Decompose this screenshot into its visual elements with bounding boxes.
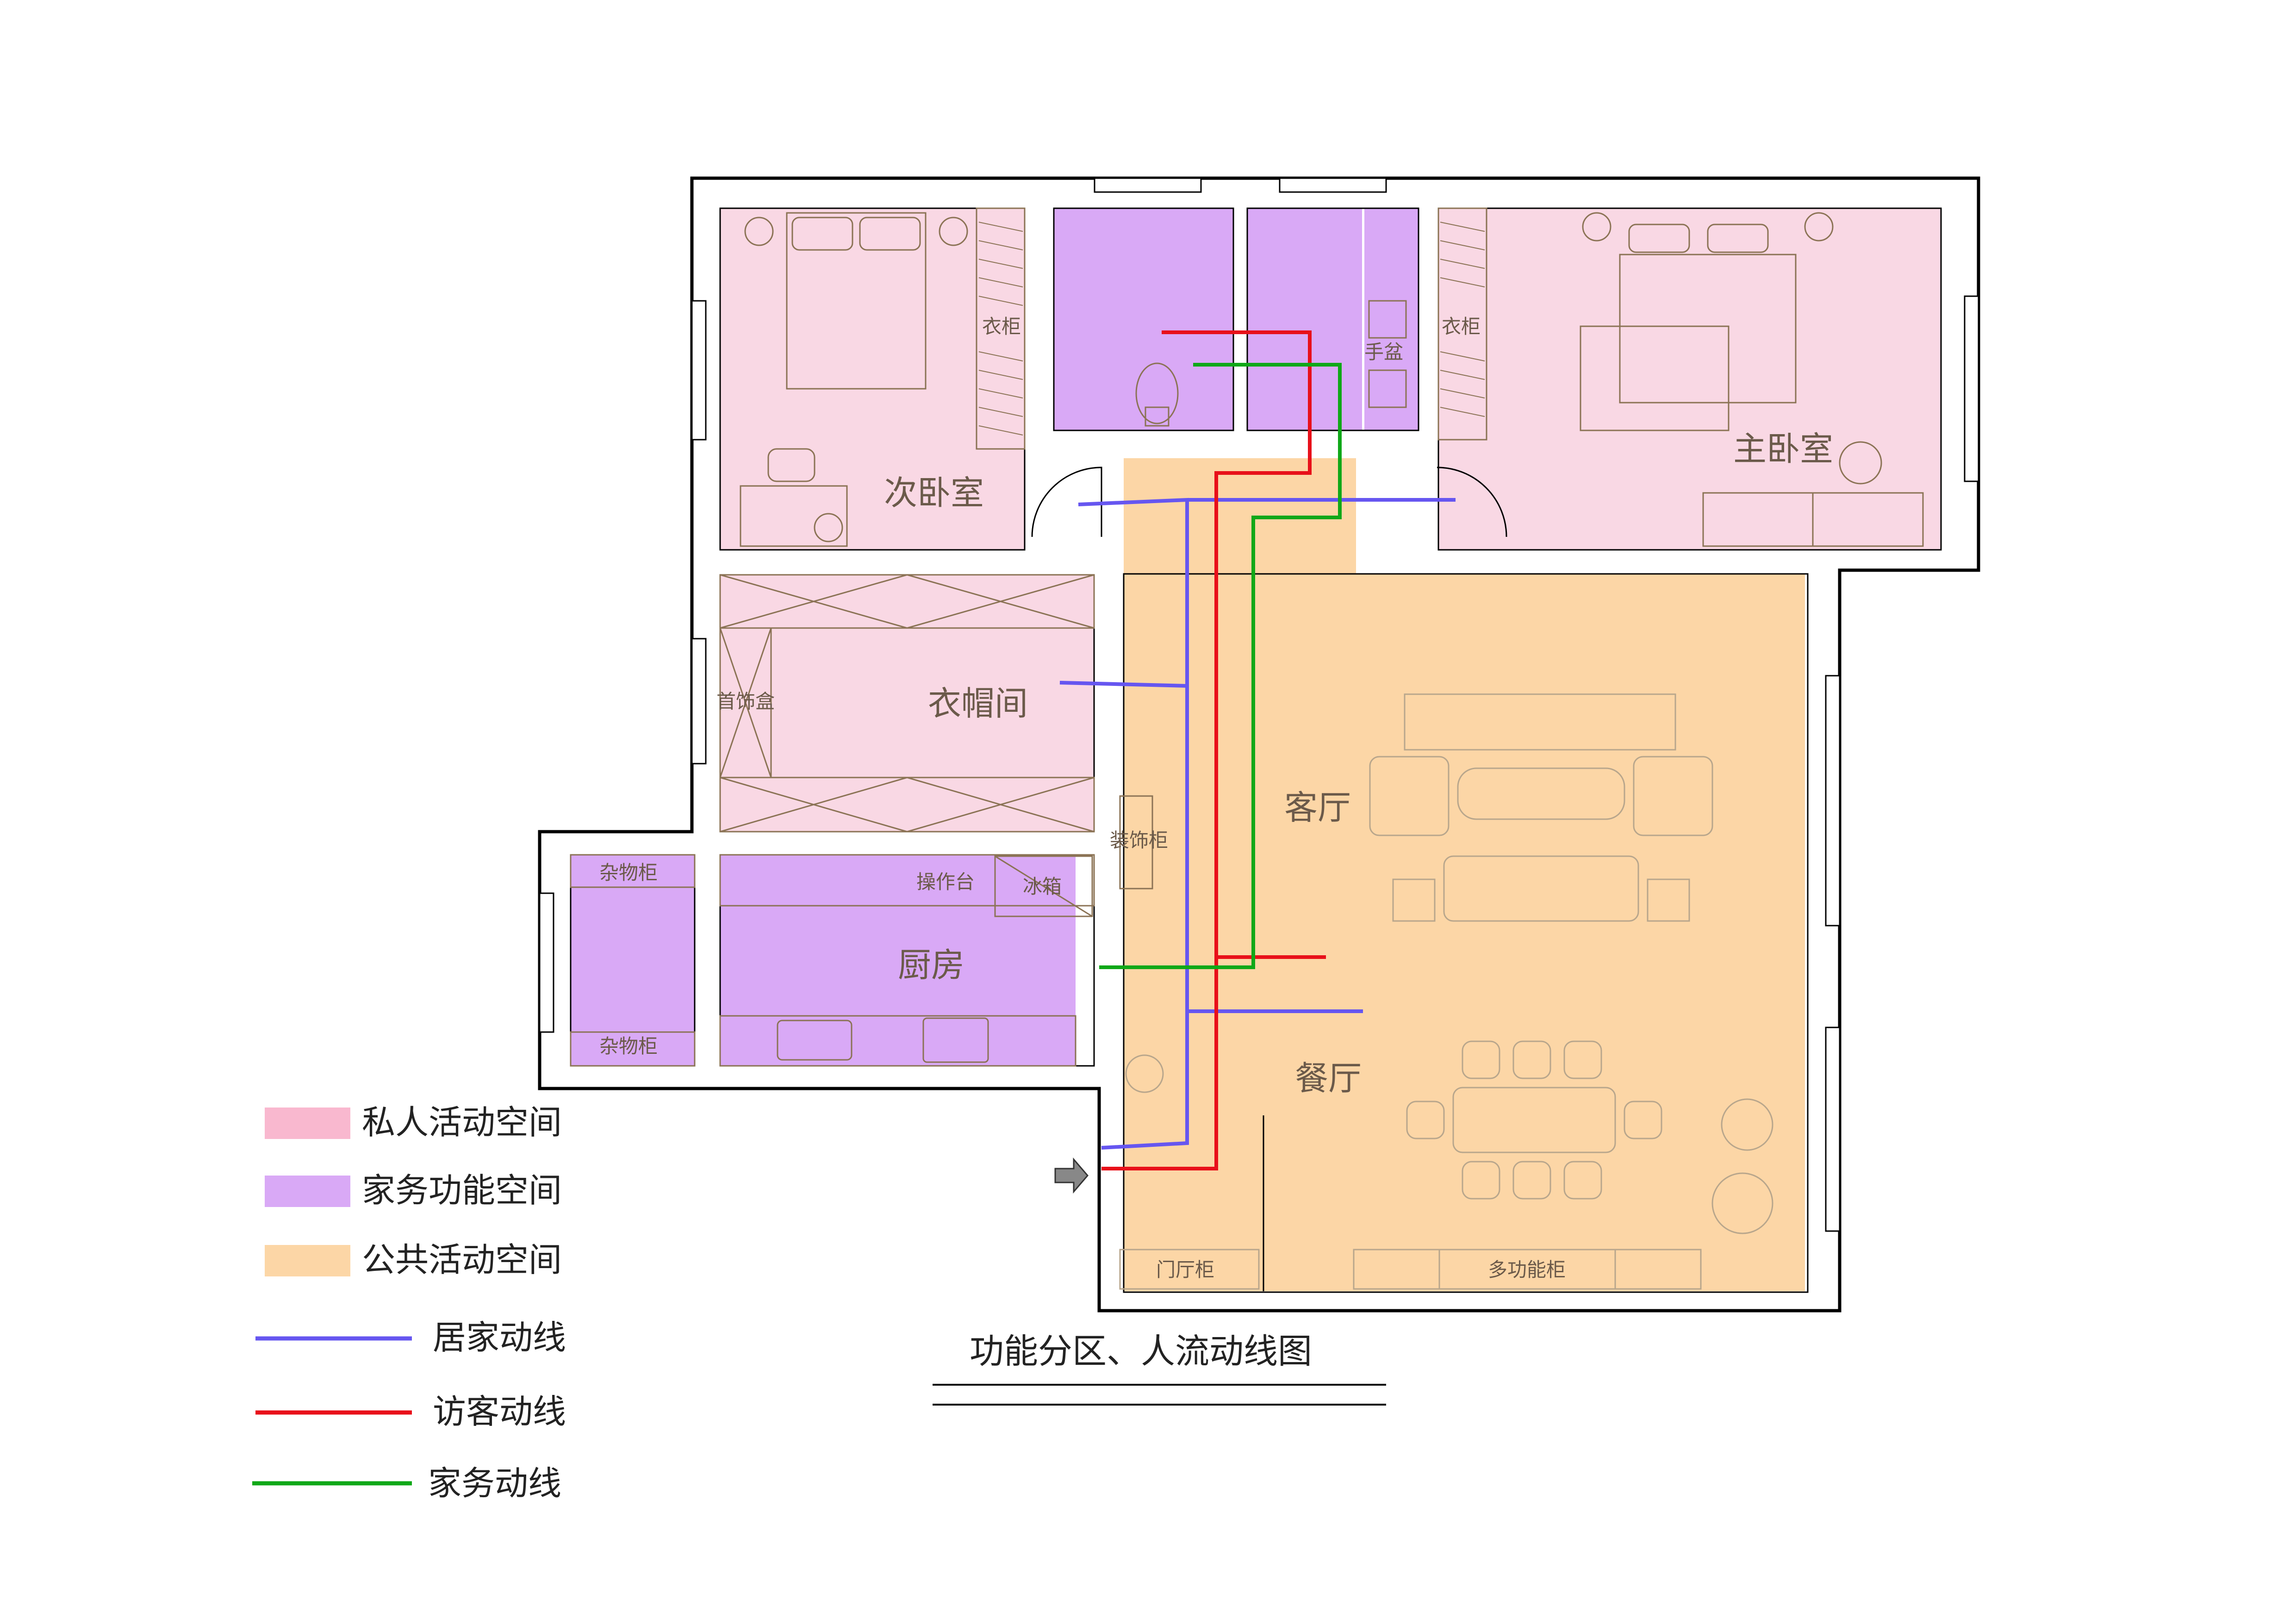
tv-area bbox=[1404, 693, 1676, 751]
zone-kitchen bbox=[720, 855, 1076, 1066]
entrance-arrow-icon bbox=[1054, 1157, 1089, 1194]
label-living-room: 客厅 bbox=[1284, 788, 1351, 827]
zone-public bbox=[1124, 458, 1805, 1291]
zone-bathroom-b bbox=[1247, 208, 1362, 430]
zone-storage bbox=[571, 855, 695, 1066]
legend-label-visitor: 访客动线 bbox=[433, 1392, 566, 1431]
furniture-drawings bbox=[570, 207, 1924, 1290]
basin-lower bbox=[1368, 369, 1407, 408]
label-multi-cabinet: 多功能柜 bbox=[1488, 1258, 1566, 1281]
legend-label-service: 家务功能空间 bbox=[362, 1171, 562, 1210]
sofa-main bbox=[1443, 855, 1639, 922]
counter-top bbox=[719, 854, 1095, 907]
dining-chairs bbox=[1406, 1040, 1662, 1200]
label-master-bedroom: 主卧室 bbox=[1733, 429, 1833, 468]
stove bbox=[777, 1020, 852, 1061]
label-dining-room: 餐厅 bbox=[1295, 1059, 1362, 1098]
diagram-title: 功能分区、人流动线图 bbox=[970, 1332, 1312, 1371]
desk-second bbox=[740, 485, 848, 547]
label-jewelry-box: 首饰盒 bbox=[716, 690, 775, 713]
bed-master bbox=[1619, 254, 1797, 404]
toilet bbox=[1135, 362, 1179, 424]
zone-bathroom-c bbox=[1364, 208, 1419, 430]
counter-bottom bbox=[719, 1015, 1076, 1067]
legend-label-housework: 家务动线 bbox=[428, 1464, 561, 1503]
cloakroom-shelves bbox=[719, 574, 1095, 833]
multi-cabinet-box bbox=[1353, 1249, 1702, 1290]
legend-label-public: 公共活动空间 bbox=[362, 1240, 562, 1279]
label-second-bedroom: 次卧室 bbox=[884, 473, 984, 512]
zone-bathroom-a bbox=[1054, 208, 1233, 430]
legend-swatch-private bbox=[265, 1108, 350, 1139]
decor-cabinet-box bbox=[1119, 795, 1153, 890]
legend-swatch-public bbox=[265, 1245, 350, 1276]
legend: 私人活动空间 家务功能空间 公共活动空间 居家动线 访客动线 家务动线 bbox=[252, 1103, 566, 1503]
label-decor-cabinet: 装饰柜 bbox=[1110, 829, 1168, 852]
housework-lines bbox=[1099, 363, 1342, 969]
sink bbox=[922, 1017, 989, 1063]
label-wardrobe-left: 衣柜 bbox=[982, 315, 1021, 338]
zone-master-bedroom bbox=[1438, 208, 1941, 550]
visitor-lines bbox=[1101, 330, 1326, 1170]
dining-table bbox=[1452, 1087, 1616, 1153]
fridge-box bbox=[994, 855, 1093, 917]
sofa-chair-left bbox=[1369, 756, 1450, 836]
label-wash-basin: 手盆 bbox=[1364, 341, 1403, 363]
legend-label-private: 私人活动空间 bbox=[362, 1103, 562, 1142]
legend-swatch-service bbox=[265, 1176, 350, 1207]
zone-fills bbox=[571, 208, 1941, 1291]
label-fridge: 冰箱 bbox=[1023, 875, 1062, 898]
entry-cabinet-box bbox=[1119, 1249, 1260, 1290]
coffee-table bbox=[1457, 767, 1625, 820]
bed-second bbox=[786, 212, 927, 390]
zone-second-bedroom bbox=[720, 208, 1025, 550]
label-kitchen: 厨房 bbox=[898, 946, 964, 984]
label-cloakroom: 衣帽间 bbox=[928, 684, 1028, 723]
label-storage-bottom: 杂物柜 bbox=[599, 1035, 658, 1058]
label-wardrobe-right: 衣柜 bbox=[1442, 315, 1481, 338]
wardrobe-right bbox=[1437, 207, 1487, 441]
zone-cloakroom bbox=[720, 575, 1094, 832]
legend-label-resident: 居家动线 bbox=[433, 1318, 566, 1357]
sofa-chair-right bbox=[1633, 756, 1713, 836]
rug-master bbox=[1580, 325, 1730, 431]
wardrobe-left bbox=[976, 207, 1026, 450]
basin-upper bbox=[1368, 300, 1407, 339]
plan-walls bbox=[538, 176, 1980, 1313]
label-counter: 操作台 bbox=[916, 871, 975, 893]
label-entry-cabinet: 门厅柜 bbox=[1156, 1258, 1214, 1281]
label-storage-top: 杂物柜 bbox=[599, 861, 658, 884]
